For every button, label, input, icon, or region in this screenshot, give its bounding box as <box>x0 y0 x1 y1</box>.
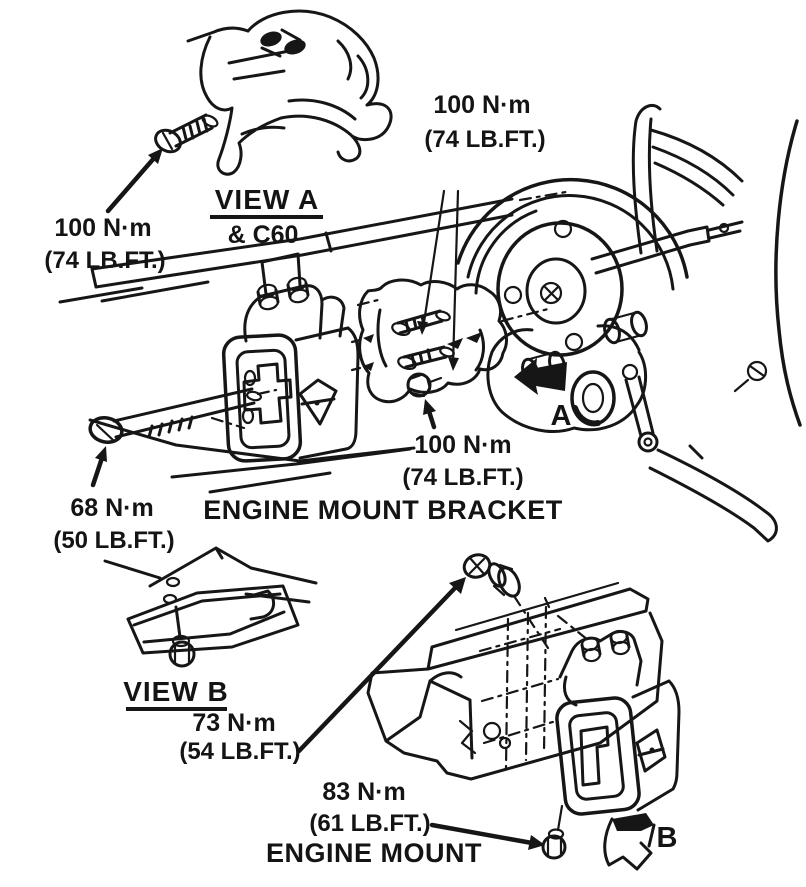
stud-torque-nm-label: 100 N·m <box>433 91 530 119</box>
steering-knuckle-drawing <box>486 104 802 543</box>
stud-torque-leader-lines <box>417 189 460 371</box>
detail-b-marker: B <box>657 822 678 854</box>
view-a-bolt-drawing <box>154 113 219 154</box>
view-a-torque-arrow <box>105 148 163 214</box>
nut-torque-arrow <box>423 399 437 430</box>
stud-torque-lbft-label: (74 LB.FT.) <box>424 126 545 153</box>
view-b-torque-arrow <box>296 577 466 754</box>
view-a-bracket-drawing <box>186 9 393 176</box>
through-bolt-torque-nm-label: 68 N·m <box>70 494 153 522</box>
view-b-underline <box>126 707 227 711</box>
through-bolt-drawing <box>88 387 278 444</box>
engine-mount-title: ENGINE MOUNT <box>266 838 482 868</box>
through-bolt-torque-arrow <box>90 446 107 488</box>
frame-rail-drawing <box>58 190 568 494</box>
labels: 100 N·m (74 LB.FT.) VIEW A & C60 100 N·m… <box>44 91 677 868</box>
detail-a-arrow <box>514 358 567 395</box>
detail-a-marker: A <box>551 400 572 432</box>
stud-bracket-drawing <box>350 278 550 404</box>
nut-torque-nm-label: 100 N·m <box>414 431 511 459</box>
view-b-title: VIEW B <box>123 676 229 707</box>
view-a-torque-nm-label: 100 N·m <box>54 214 151 242</box>
view-b-torque-lbft-label: (54 LB.FT.) <box>179 738 300 765</box>
engine-mount-torque-lbft-label: (61 LB.FT.) <box>309 810 430 837</box>
detail-b-arrow <box>603 813 656 871</box>
engine-mount-block-drawing <box>221 252 360 463</box>
view-a-underline <box>210 215 323 219</box>
view-a-torque-lbft-label: (74 LB.FT.) <box>44 247 165 274</box>
engine-mount-torque-nm-label: 83 N·m <box>322 778 405 806</box>
view-b-torque-nm-label: 73 N·m <box>192 709 275 737</box>
engine-mount-frame-drawing <box>366 581 664 781</box>
engine-mount-block2-drawing <box>541 629 681 860</box>
nut-torque-lbft-label: (74 LB.FT.) <box>402 464 523 491</box>
view-b-plate-drawing <box>103 546 318 668</box>
engine-mount-torque-arrow <box>429 822 545 850</box>
engine-mount-top-bolt-drawing <box>462 553 550 650</box>
through-bolt-torque-lbft-label: (50 LB.FT.) <box>53 527 174 554</box>
view-a-subtitle: & C60 <box>228 221 299 249</box>
view-a-title: VIEW A <box>215 184 320 215</box>
engine-mount-bracket-title: ENGINE MOUNT BRACKET <box>203 495 563 525</box>
